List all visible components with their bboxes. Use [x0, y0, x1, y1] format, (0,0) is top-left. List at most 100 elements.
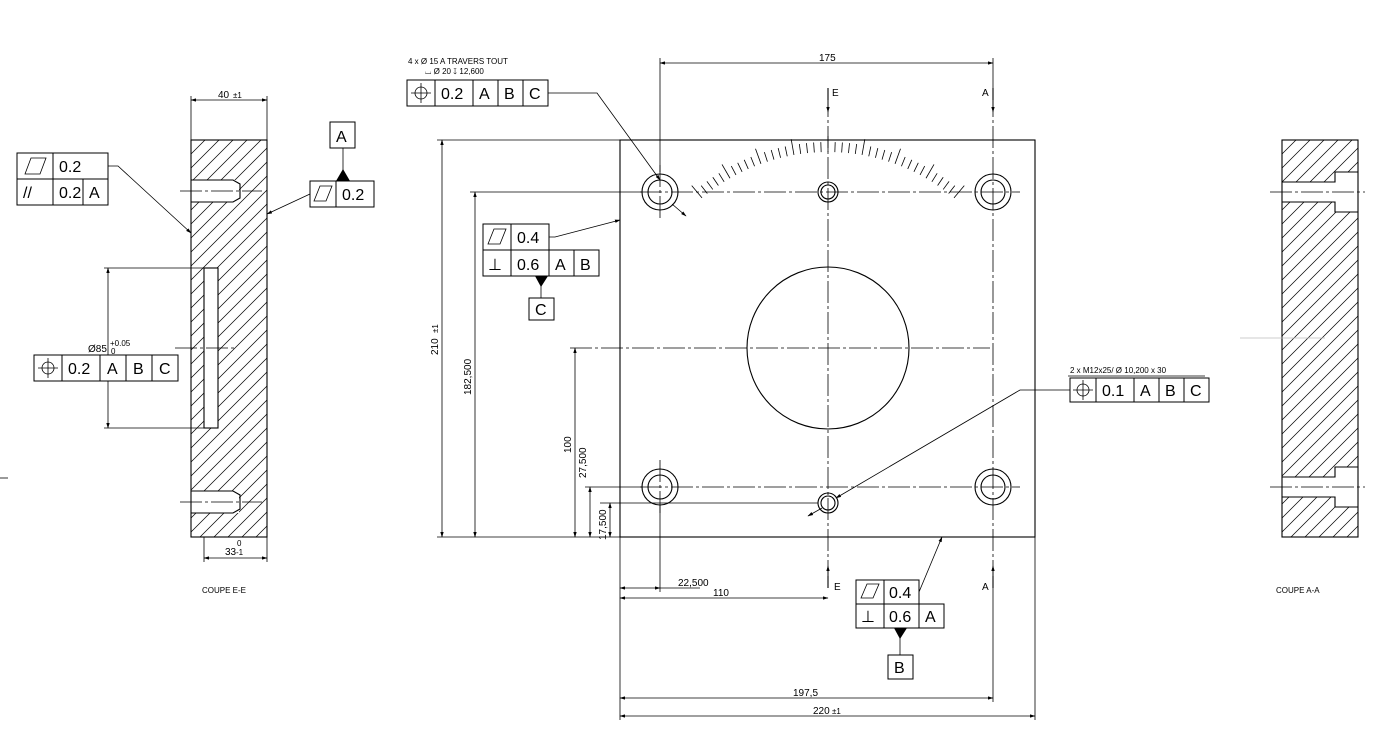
fcf-flatness-perpendicularity-bottom: 0.4 ⊥ 0.6 A — [855, 579, 945, 629]
datum-a-label: A — [336, 129, 347, 146]
dim-100: 100 — [563, 436, 574, 453]
scale-tick — [901, 156, 906, 167]
section-e-view: 40 ±1 33 0 -1 Ø85 +0.05 0 0.2 // 0.2 A — [0, 90, 375, 595]
thread-note: 2 x M12x25/ Ø 10,200 x 30 — [1070, 366, 1167, 375]
scale-tick — [841, 142, 843, 153]
section-a-counterbore-bottom — [1282, 466, 1358, 508]
svg-text:A: A — [479, 86, 490, 103]
scale-tick — [737, 162, 743, 173]
dim-175: 175 — [819, 53, 836, 64]
dim-220-tol: ±1 — [832, 707, 841, 716]
dim-bore-depth-tol-upper: 0 — [237, 539, 242, 548]
scale-tick — [763, 151, 768, 162]
scale-tick — [888, 151, 893, 162]
cut-label-a-bottom: A — [982, 582, 989, 593]
svg-text:B: B — [1165, 383, 1176, 400]
svg-text:0.4: 0.4 — [889, 585, 911, 602]
flatness-icon — [24, 157, 47, 175]
dim-17-5: 17,500 — [598, 509, 609, 540]
scale-tick — [942, 181, 950, 190]
dim-height: 210 — [430, 338, 441, 355]
dim-22-5: 22,500 — [678, 578, 709, 589]
section-e-outline — [190, 139, 268, 538]
flatness-icon — [487, 228, 507, 245]
svg-text:B: B — [133, 361, 144, 378]
svg-text:0.2: 0.2 — [59, 185, 81, 202]
datum-c-label: C — [535, 302, 547, 319]
svg-text:A: A — [925, 609, 936, 626]
scale-tick — [919, 165, 926, 176]
dim-bore-depth: 33 — [225, 547, 237, 558]
scale-tick — [868, 146, 872, 157]
scale-tick — [907, 159, 913, 170]
dim-bore-tol-lower: 0 — [111, 347, 116, 356]
svg-text:C: C — [529, 86, 541, 103]
scale-tick — [743, 159, 749, 170]
scale-tick — [784, 146, 788, 157]
graduated-scale — [691, 136, 965, 199]
scale-tick — [770, 149, 775, 160]
svg-text:C: C — [159, 361, 171, 378]
scale-tick — [691, 185, 703, 199]
fcf-flatness-parallelism: 0.2 // 0.2 A — [16, 152, 109, 206]
dim-bore-depth-tol-lower: -1 — [236, 548, 244, 557]
perpendicularity-icon: ⊥ — [861, 609, 875, 626]
counterbore-hole-bottom-right — [974, 468, 1012, 506]
svg-text:0.2: 0.2 — [59, 159, 81, 176]
section-e-threaded-hole-top — [191, 179, 241, 203]
scale-tick — [798, 143, 802, 154]
svg-text:0.2: 0.2 — [441, 86, 463, 103]
section-e-caption: COUPE E-E — [202, 586, 246, 595]
section-a-view: COUPE A-A — [1240, 139, 1365, 595]
cut-label-a-top: A — [982, 88, 989, 99]
svg-text:0.6: 0.6 — [889, 609, 911, 626]
scale-tick — [881, 149, 886, 160]
fcf-thread-position: 0.1 A B C — [1069, 377, 1210, 403]
svg-text:A: A — [1140, 383, 1151, 400]
flatness-icon — [313, 185, 333, 202]
svg-text:A: A — [89, 185, 100, 202]
counterbore-hole-top-right — [974, 173, 1012, 211]
scale-tick — [718, 173, 725, 182]
svg-text:0.2: 0.2 — [68, 361, 90, 378]
dim-thickness-tol: ±1 — [233, 91, 242, 100]
svg-text:0.2: 0.2 — [342, 187, 364, 204]
perpendicularity-icon: ⊥ — [488, 257, 502, 274]
svg-text:0.6: 0.6 — [517, 257, 539, 274]
svg-text:A: A — [107, 361, 118, 378]
scale-tick — [948, 185, 956, 194]
threaded-hole-top — [817, 181, 839, 203]
scale-tick — [937, 176, 944, 186]
datum-a-triangle — [336, 169, 350, 181]
section-e-hatching — [191, 140, 267, 537]
section-a-outline — [1281, 139, 1359, 538]
scale-tick — [700, 185, 708, 194]
dim-110: 110 — [713, 588, 729, 599]
svg-text:B: B — [580, 257, 591, 274]
hole-note-line2: ⌴ Ø 20 ↧ 12,600 — [425, 67, 484, 76]
section-a-counterbore-top — [1282, 171, 1358, 213]
svg-text:0.4: 0.4 — [517, 230, 539, 247]
cut-label-e-bottom: E — [834, 582, 841, 593]
scale-tick — [848, 143, 850, 154]
front-view: E A E A 175 210 ±1 182,500 100 27,500 — [406, 53, 1210, 720]
dim-197-5: 197,5 — [793, 688, 818, 699]
datum-a-box — [329, 121, 356, 149]
flatness-icon — [860, 583, 880, 599]
scale-tick — [721, 164, 731, 179]
dim-220: 220 — [813, 706, 830, 717]
scale-tick — [777, 148, 781, 158]
scale-tick — [750, 156, 755, 167]
scale-tick — [894, 148, 901, 164]
scale-tick — [931, 173, 938, 182]
scale-tick — [953, 185, 965, 199]
cut-label-e-top: E — [832, 88, 839, 99]
scale-tick — [813, 142, 815, 153]
section-e-threaded-hole-bottom — [191, 490, 241, 514]
scale-tick — [861, 139, 866, 156]
scale-tick — [925, 164, 935, 179]
dim-height-tol: ±1 — [431, 324, 440, 333]
scale-tick — [854, 143, 858, 154]
fcf-holes-position: 0.2 A B C — [406, 79, 549, 107]
